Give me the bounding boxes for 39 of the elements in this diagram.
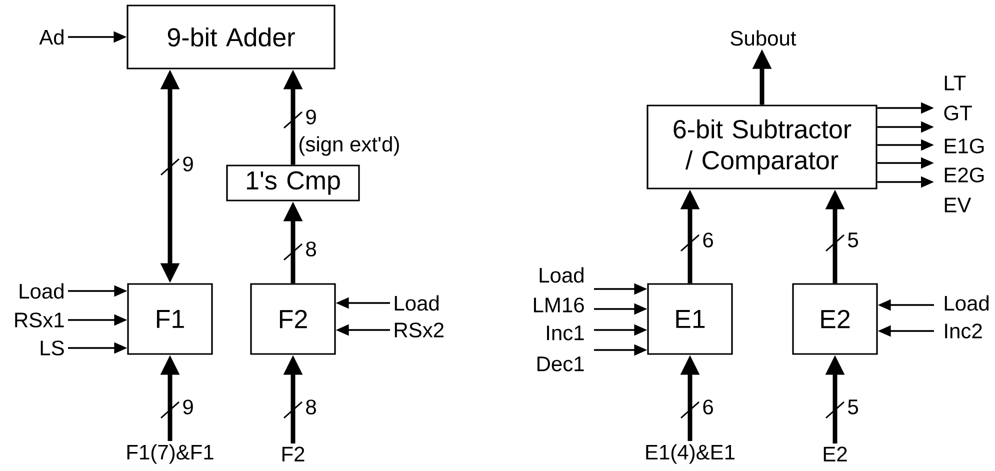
bus-width-label: 5 [848, 232, 858, 248]
bus-width-label: 9 [183, 400, 193, 414]
signal-label: Ad [39, 29, 64, 45]
bus-width-label: 6 [703, 400, 713, 414]
bus-width-label: 9 [306, 110, 316, 124]
signal-label: Inc1 [547, 326, 584, 340]
signal-label: Load [540, 267, 584, 283]
signal-label: GT [944, 106, 972, 120]
signal-label: RSx1 [15, 312, 64, 328]
block-box: 6-bit Subtractor / Comparator [646, 104, 878, 190]
annotation-text: (sign ext'd) [300, 136, 399, 156]
signal-label: Inc2 [945, 324, 982, 338]
signal-label: LS [40, 340, 64, 356]
signal-label: Subout [730, 30, 796, 46]
block-box: F2 [250, 283, 336, 355]
signal-label: Load [20, 283, 64, 299]
bus-width-label: 5 [848, 400, 858, 414]
signal-label: E2G [944, 168, 984, 182]
signal-label: Dec1 [538, 356, 584, 372]
signal-label: LM16 [534, 298, 584, 312]
signal-label: E1(4)&E1 [646, 444, 734, 464]
signal-label: Load [944, 295, 989, 311]
signal-label: F1(7)&F1 [127, 444, 214, 464]
signal-label: EV [944, 198, 972, 212]
bus-width-label: 8 [306, 400, 316, 414]
signal-label: RSx2 [394, 322, 444, 338]
signal-label: LT [944, 76, 966, 90]
signal-label: Load [394, 295, 439, 311]
signal-label: F2 [282, 446, 304, 462]
signal-label: E1G [944, 138, 984, 154]
bus-width-label: 8 [306, 242, 316, 256]
bus-width-label: 6 [703, 232, 713, 248]
block-box: 1's Cmp [226, 164, 360, 202]
block-box: F1 [127, 283, 213, 355]
block-box: E1 [647, 283, 733, 355]
signal-label: E2 [824, 446, 847, 462]
block-box: E2 [792, 283, 878, 355]
block-box: 9-bit Adder [126, 4, 336, 70]
bus-width-label: 9 [183, 156, 193, 172]
